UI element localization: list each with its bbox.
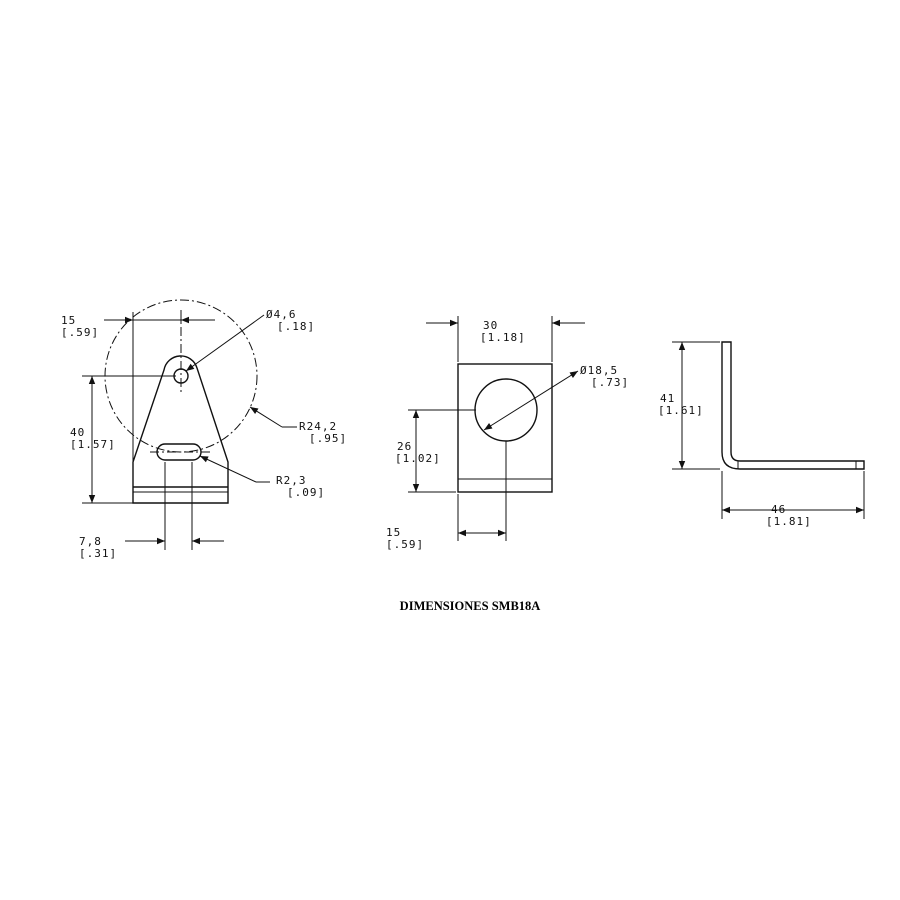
side-view: 41 [1.61] 46 [1.81] [658, 341, 865, 528]
plate-hole-height-inch-label: [1.02] [395, 452, 441, 465]
front-height-label: 40 [70, 426, 85, 439]
front-radius-large-label: R24,2 [299, 420, 337, 433]
side-length-inch-label: [1.81] [766, 515, 812, 528]
plate-hole-offset-inch-label: [.59] [386, 538, 424, 551]
plate-view: 30 [1.18] Ø18,5 [.73] 26 [1.02] 15 [.59] [386, 316, 629, 551]
side-height-inch-label: [1.61] [658, 404, 704, 417]
front-radius-slot-inch-label: [.09] [287, 486, 325, 499]
front-slot-offset-label: 7,8 [79, 535, 102, 548]
plate-hole-dia-inch-label: [.73] [591, 376, 629, 389]
front-slot-offset-inch-label: [.31] [79, 547, 117, 560]
front-radius-large-inch-label: [.95] [309, 432, 347, 445]
side-length-label: 46 [771, 503, 786, 516]
front-radius-slot-label: R2,3 [276, 474, 307, 487]
front-view: 15 [.59] Ø4,6 [.18] 40 [1.57] R24,2 [.95… [61, 299, 347, 560]
plate-hole-offset-label: 15 [386, 526, 401, 539]
plate-hole-dia-label: Ø18,5 [580, 364, 618, 377]
plate-hole-height-label: 26 [397, 440, 412, 453]
front-width-inch-label: [.59] [61, 326, 99, 339]
plate-width-inch-label: [1.18] [480, 331, 526, 344]
plate-width-label: 30 [483, 319, 498, 332]
plate-large-hole [474, 378, 538, 442]
front-width-label: 15 [61, 314, 76, 327]
front-hole-dia-inch-label: [.18] [277, 320, 315, 333]
drawing-title: DIMENSIONES SMB18A [400, 599, 541, 613]
front-height-inch-label: [1.57] [70, 438, 116, 451]
side-profile-outline [721, 341, 865, 470]
front-hole-dia-label: Ø4,6 [266, 308, 297, 321]
plate-outline [457, 363, 553, 493]
side-height-label: 41 [660, 392, 675, 405]
